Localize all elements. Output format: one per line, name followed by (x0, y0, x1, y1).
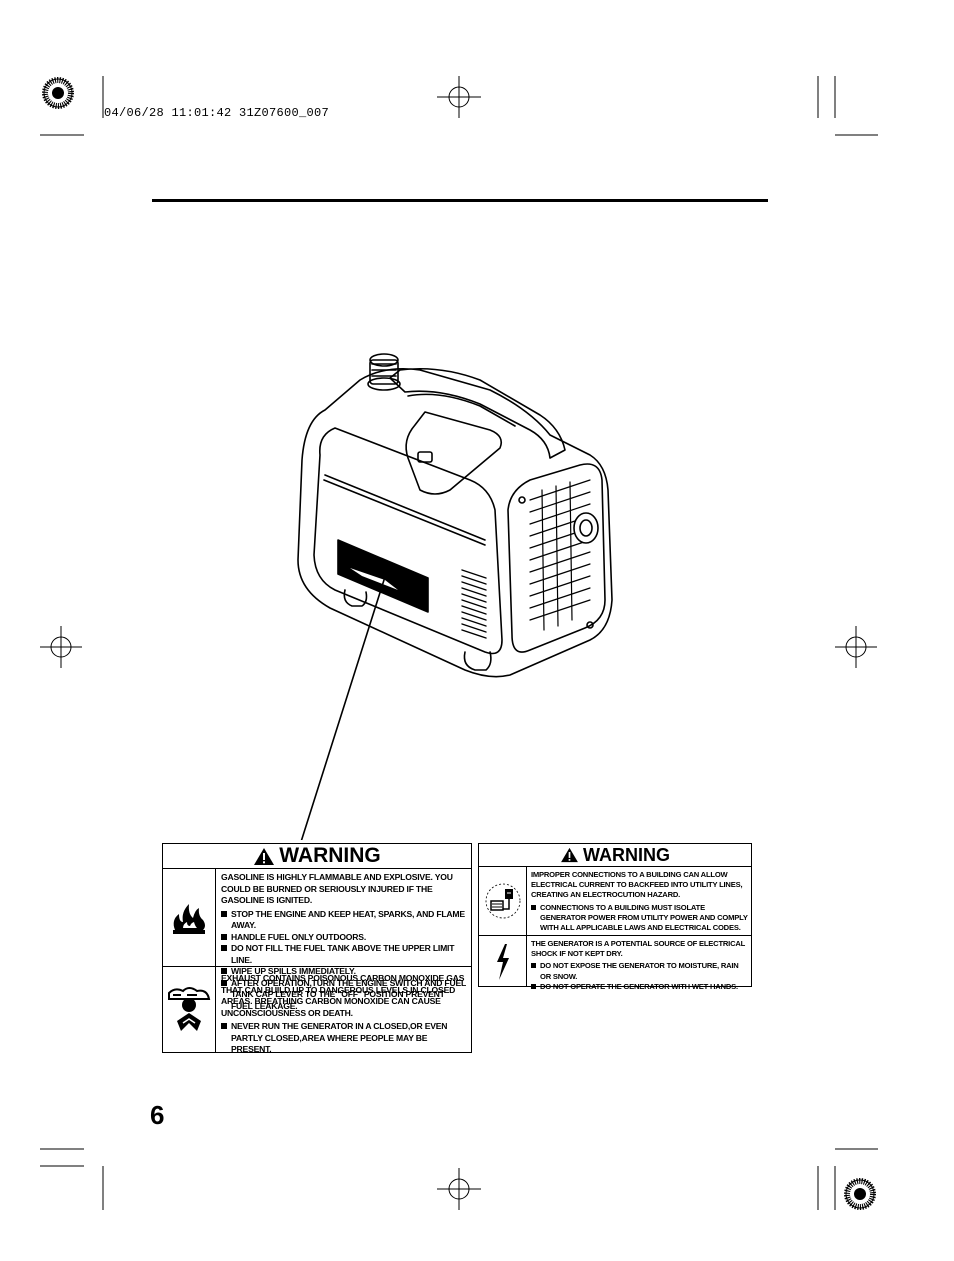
warning-row-shock: THE GENERATOR IS A POTENTIAL SOURCE OF E… (479, 936, 751, 991)
list-item: DO NOT FILL THE FUEL TANK ABOVE THE UPPE… (221, 943, 467, 966)
warning-row-exhaust: EXHAUST CONTAINS POISONOUS CARBON MONOXI… (163, 967, 471, 1056)
exhaust-intro: EXHAUST CONTAINS POISONOUS CARBON MONOXI… (221, 973, 465, 1018)
list-item: DO NOT EXPOSE THE GENERATOR TO MOISTURE,… (531, 961, 748, 981)
backfeed-icon (485, 883, 520, 919)
list-item: STOP THE ENGINE AND KEEP HEAT, SPARKS, A… (221, 909, 467, 932)
top-rule (152, 199, 768, 202)
backfeed-icon-cell (479, 867, 527, 935)
shock-bullets: DO NOT EXPOSE THE GENERATOR TO MOISTURE,… (531, 961, 748, 992)
warning-row-backfeed: IMPROPER CONNECTIONS TO A BUILDING CAN A… (479, 867, 751, 936)
list-item: HANDLE FUEL ONLY OUTDOORS. (221, 932, 467, 944)
fire-icon-cell (163, 869, 216, 966)
list-item: AFTER OPERATION,TURN THE ENGINE SWITCH A… (221, 978, 467, 1013)
warning-heading: WARNING (163, 844, 471, 869)
lightning-icon-cell (479, 936, 527, 987)
warning-row-gasoline: GASOLINE IS HIGHLY FLAMMABLE AND EXPLOSI… (163, 869, 471, 1011)
shock-warning-text: THE GENERATOR IS A POTENTIAL SOURCE OF E… (527, 936, 751, 991)
fire-icon (173, 903, 205, 934)
backfeed-intro: IMPROPER CONNECTIONS TO A BUILDING CAN A… (531, 870, 743, 900)
gasoline-exhaust-warning-label: WARNING GASOLINE IS HIGHLY FLAMMABLE AND… (162, 843, 472, 1056)
backfeed-bullets: CONNECTIONS TO A BUILDING MUST ISOLATE G… (531, 903, 748, 934)
list-item: NEVER RUN THE GENERATOR IN A CLOSED,OR E… (221, 1021, 467, 1056)
toxic-gas-icon (168, 987, 211, 1031)
gasoline-bullets: STOP THE ENGINE AND KEEP HEAT, SPARKS, A… (221, 909, 467, 1013)
warning-triangle-icon (561, 847, 578, 863)
exhaust-warning-text: EXHAUST CONTAINS POISONOUS CARBON MONOXI… (216, 967, 471, 1056)
gasoline-intro: GASOLINE IS HIGHLY FLAMMABLE AND EXPLOSI… (221, 872, 453, 905)
generator-illustration (297, 353, 613, 840)
print-header: 04/06/28 11:01:42 31Z07600_007 (104, 106, 330, 120)
lightning-icon (496, 943, 509, 980)
page-number: 6 (150, 1100, 165, 1130)
list-item: WIPE UP SPILLS IMMEDIATELY. (221, 966, 467, 978)
toxic-gas-icon-cell (163, 967, 216, 1053)
warning-heading: WARNING (479, 844, 751, 867)
backfeed-warning-text: IMPROPER CONNECTIONS TO A BUILDING CAN A… (527, 867, 751, 935)
list-item: CONNECTIONS TO A BUILDING MUST ISOLATE G… (531, 903, 748, 934)
exhaust-bullets: NEVER RUN THE GENERATOR IN A CLOSED,OR E… (221, 1021, 467, 1056)
gasoline-warning-text: GASOLINE IS HIGHLY FLAMMABLE AND EXPLOSI… (216, 869, 471, 1011)
list-item: DO NOT OPERATE THE GENERATOR WITH WET HA… (531, 982, 748, 992)
electrical-warning-label: WARNING IMPROPER CONNECTIONS TO A BUILDI… (478, 843, 752, 991)
warning-triangle-icon (254, 847, 275, 865)
shock-intro: THE GENERATOR IS A POTENTIAL SOURCE OF E… (531, 939, 745, 959)
